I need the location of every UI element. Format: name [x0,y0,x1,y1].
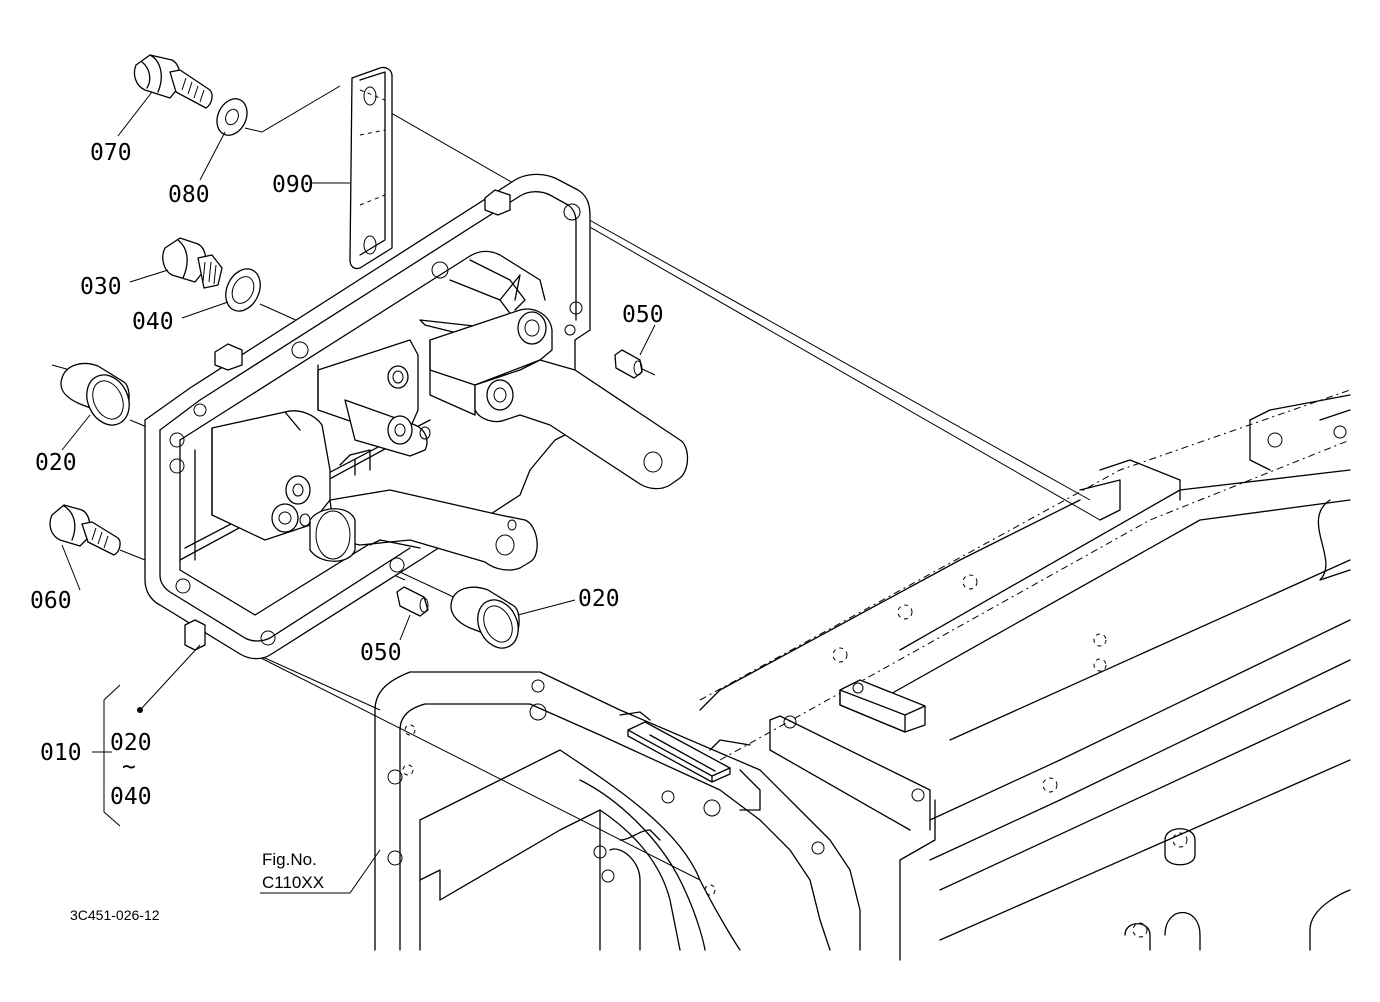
label-090: 090 [272,172,314,198]
drawing-code: 3C451-026-12 [70,907,160,923]
label-020-left: 020 [35,450,77,476]
transmission-case-outline [374,389,1351,961]
part-labels: 070 080 090 030 040 050 020 060 020 050 … [30,140,664,923]
label-060: 060 [30,588,72,614]
bolt-070 [133,54,213,109]
pin-050-bottom [396,586,429,617]
plug-030 [162,237,223,289]
washer-080 [216,85,341,136]
label-range-to: 040 [110,784,152,810]
label-050-bottom: 050 [360,640,402,666]
seal-040 [225,268,261,312]
label-040: 040 [132,309,174,335]
label-range-from: 020 [110,730,152,756]
pin-050-right [614,349,643,379]
shift-cover-assembly [144,173,689,660]
bushing-020-right [450,586,520,649]
label-080: 080 [168,182,210,208]
label-070: 070 [90,140,132,166]
callout-leaders [61,91,656,894]
label-030: 030 [80,274,122,300]
label-010: 010 [40,740,82,766]
plate-090 [349,66,393,270]
bolt-060 [49,504,121,556]
label-range-tilde: ~ [122,754,136,780]
label-020-right: 020 [578,586,620,612]
figure-ref-line2: C110XX [262,873,324,892]
bushing-020-left [60,362,130,426]
figure-ref-line1: Fig.No. [262,850,317,869]
label-050-right: 050 [622,302,664,328]
